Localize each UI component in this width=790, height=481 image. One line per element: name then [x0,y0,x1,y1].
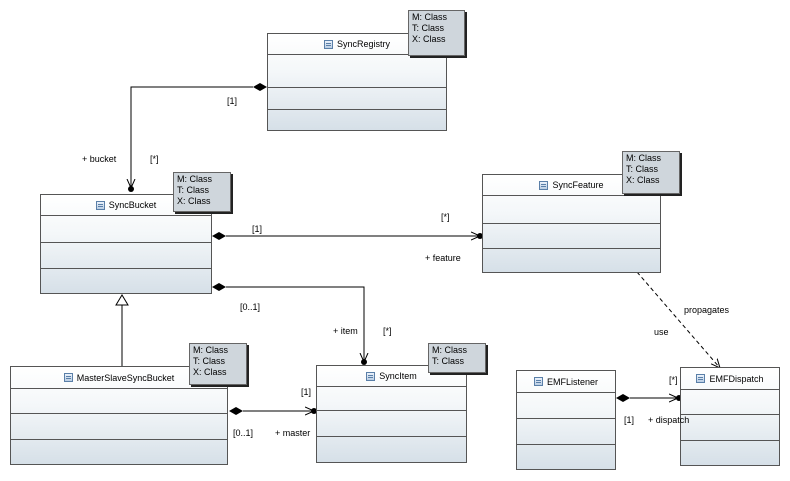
multiplicity-label: [1] [227,96,238,106]
tag-line: X: Class [193,367,227,377]
class-name: SyncBucket [108,200,157,210]
class-icon [366,371,376,381]
class-name: SyncItem [379,371,417,381]
class-name: SyncRegistry [336,39,390,49]
multiplicity-label: [*] [150,154,159,164]
compartment-divider [483,223,660,224]
tag-line: M: Class [193,345,229,355]
compartment-divider [483,248,660,249]
compartment-divider [11,413,227,414]
propagates-dependency[interactable] [636,271,720,368]
tag-line: T: Class [626,164,659,174]
class-icon [63,373,73,382]
class-icon [323,39,333,49]
stereotype-tag: M: Class T: Class [428,343,486,373]
class-emf-dispatch[interactable]: EMFDispatch [680,367,780,466]
class-sync-registry[interactable]: SyncRegistry [267,33,447,131]
stereotype-tag: M: Class T: Class X: Class [173,172,231,212]
role-label: + item [333,326,358,336]
compartment-divider [11,439,227,440]
role-label: + master [275,428,311,438]
compartment-divider [317,386,466,387]
compartment-divider [268,87,446,88]
compartment-divider [41,268,211,269]
stereotype-tag: M: Class T: Class X: Class [408,10,465,56]
role-label: + dispatch [648,415,690,425]
compartment-divider [11,388,227,389]
compartment-divider [268,54,446,55]
class-icon [95,200,105,210]
compartment-divider [317,410,466,411]
tag-line: M: Class [177,174,213,184]
registry-bucket-association[interactable] [128,83,267,192]
tag-line: M: Class [626,153,662,163]
compartment-divider [268,109,446,110]
compartment-divider [681,414,779,415]
multiplicity-label: [0..1] [240,302,261,312]
listener-dispatch-association[interactable] [616,394,682,402]
class-sync-item[interactable]: SyncItem [316,365,467,463]
tag-line: M: Class [412,12,448,22]
class-name: MasterSlaveSyncBucket [76,372,175,383]
compartment-divider [517,392,615,393]
multiplicity-label: [*] [383,326,392,336]
multiplicity-label: [1] [301,387,312,397]
compartment-divider [681,440,779,441]
compartment-divider [517,444,615,445]
multiplicity-label: [0..1] [233,428,254,438]
tag-line: T: Class [412,23,445,33]
tag-line: T: Class [432,356,465,366]
dependency-label: use [654,327,669,337]
tag-line: M: Class [432,345,468,355]
role-label: + bucket [82,154,117,164]
tag-line: X: Class [626,175,660,185]
compartment-divider [41,215,211,216]
stereotype-tag: M: Class T: Class X: Class [189,343,247,385]
class-name: EMFListener [546,376,599,387]
multiplicity-label: [1] [252,224,263,234]
class-emf-listener[interactable]: EMFListener [516,370,616,470]
bucket-feature-association[interactable] [212,232,483,240]
tag-line: T: Class [177,185,210,195]
class-icon [533,377,543,386]
bucket-item-association[interactable] [212,283,367,365]
dependency-label: propagates [684,305,730,315]
tag-line: X: Class [177,196,211,206]
tag-line: T: Class [193,356,226,366]
class-icon [696,374,706,383]
multiplicity-label: [*] [669,375,678,385]
class-name: EMFDispatch [709,373,764,384]
role-label: + feature [425,253,461,263]
class-icon [539,180,549,190]
class-name: SyncFeature [552,180,604,190]
compartment-divider [317,436,466,437]
compartment-divider [681,389,779,390]
multiplicity-label: [1] [624,415,635,425]
tag-line: X: Class [412,34,446,44]
stereotype-tag: M: Class T: Class X: Class [622,151,680,194]
compartment-divider [517,418,615,419]
compartment-divider [41,242,211,243]
multiplicity-label: [*] [441,212,450,222]
master-item-association[interactable] [229,407,317,415]
generalization-edge[interactable] [115,294,129,366]
compartment-divider [483,195,660,196]
